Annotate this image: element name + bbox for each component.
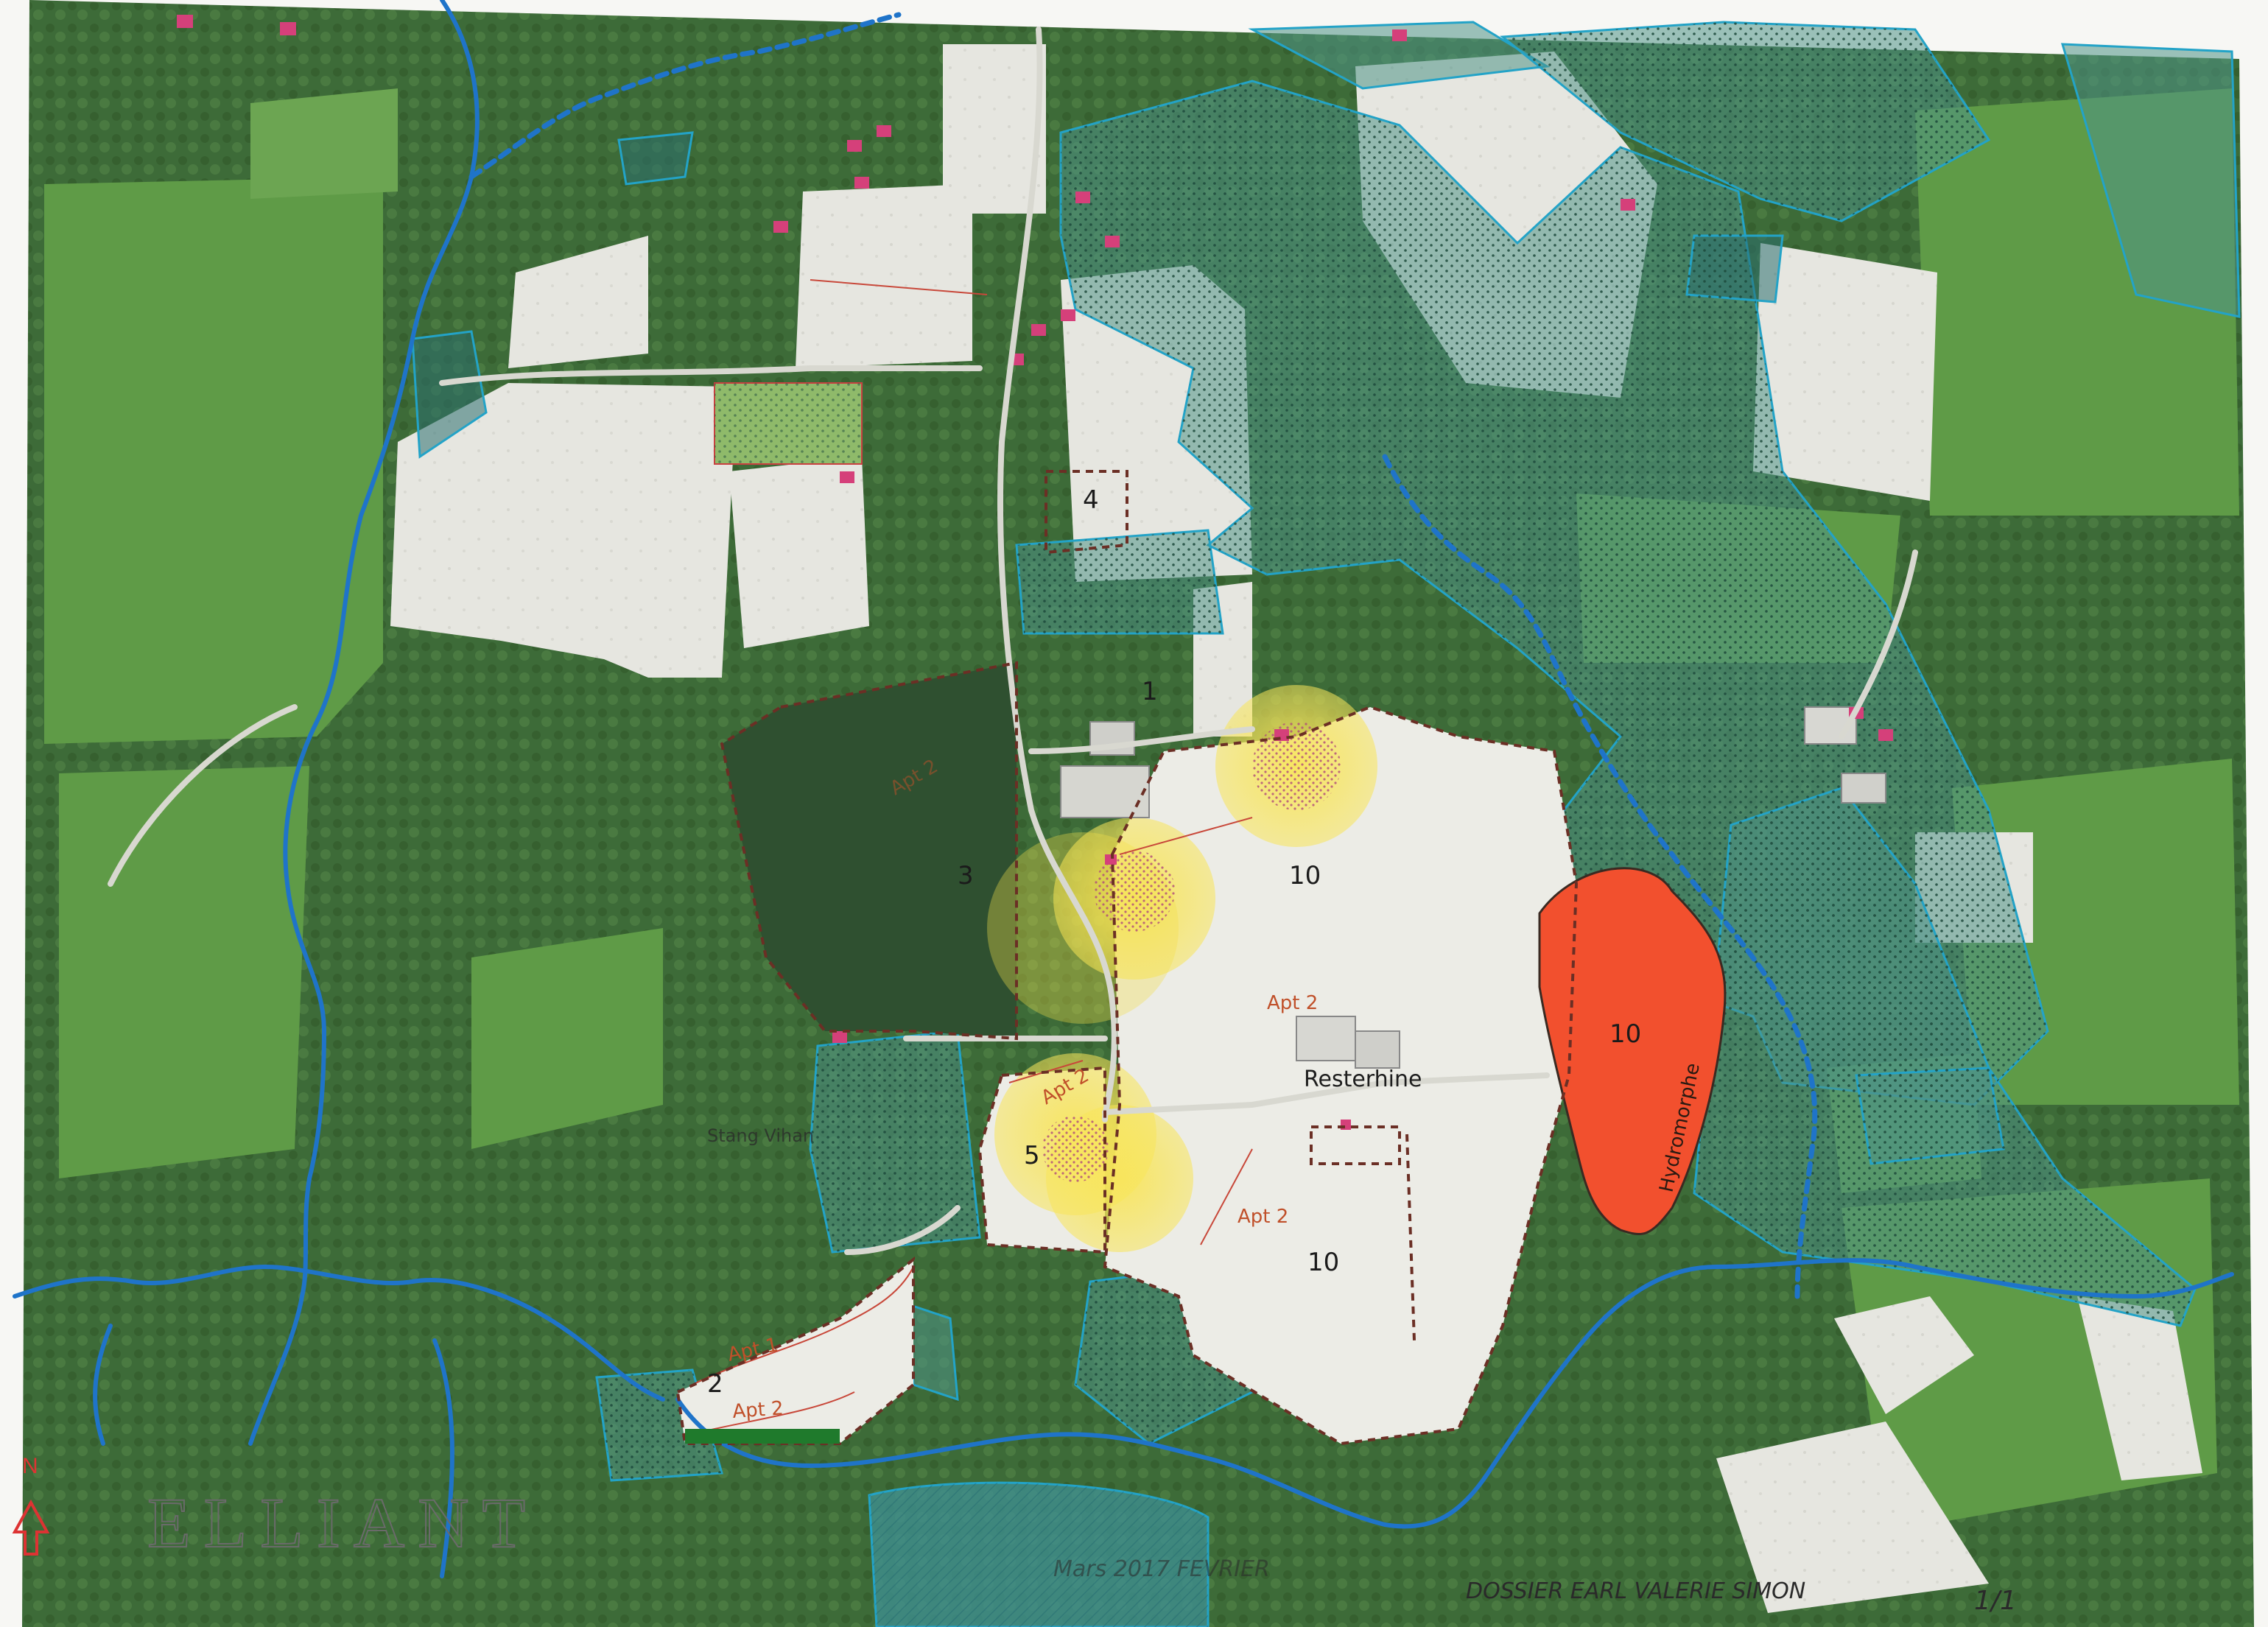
footer-dossier: DOSSIER EARL VALERIE SIMON — [1466, 1578, 1805, 1604]
parcel-label: 3 — [958, 861, 974, 890]
parcel-label: 10 — [1307, 1248, 1339, 1277]
protected-zones — [411, 21, 2241, 1482]
north-letter: N — [22, 1454, 38, 1478]
footer-date: Mars 2017 FEVRIER — [1053, 1556, 1270, 1582]
locality-label: Stang Vihan — [707, 1125, 814, 1146]
orchard-dots — [715, 383, 862, 464]
house-markers — [177, 15, 1893, 1130]
north-arrow-icon — [12, 1499, 50, 1556]
parcel-label: 5 — [1024, 1141, 1040, 1170]
parcel-2-field — [678, 1259, 913, 1444]
parcel-label: 10 — [1289, 861, 1321, 890]
roads — [108, 27, 1918, 1255]
hydromorphe-zone — [1538, 867, 1727, 1235]
parcel-label: 10 — [1609, 1019, 1641, 1049]
parcel-label: 2 — [707, 1369, 723, 1399]
spreading-perimeters — [675, 470, 1579, 1446]
footer-sheet: 1/1 — [1974, 1586, 2017, 1616]
aptitude-label: Apt 2 — [1237, 1206, 1288, 1228]
intermittent-streams — [468, 12, 1818, 1299]
streams — [13, 0, 2234, 1578]
aptitude-label: Apt 2 — [1267, 992, 1318, 1014]
parcel-10-main-field — [1105, 707, 1576, 1444]
pond-hatch — [869, 1483, 1208, 1627]
parcel-label: 4 — [1083, 485, 1099, 515]
parcel-2-green-strip — [685, 1429, 840, 1444]
parcel-label: 1 — [1142, 677, 1158, 706]
buffer-zones — [987, 685, 1377, 1252]
place-label-farm: Resterhine — [1304, 1066, 1422, 1092]
aptitude-label: Apt 2 — [731, 1397, 784, 1423]
commune-label: ELLIANT — [147, 1483, 538, 1562]
north-arrow: N — [12, 1454, 50, 1556]
parcel-3-area — [722, 663, 1017, 1039]
